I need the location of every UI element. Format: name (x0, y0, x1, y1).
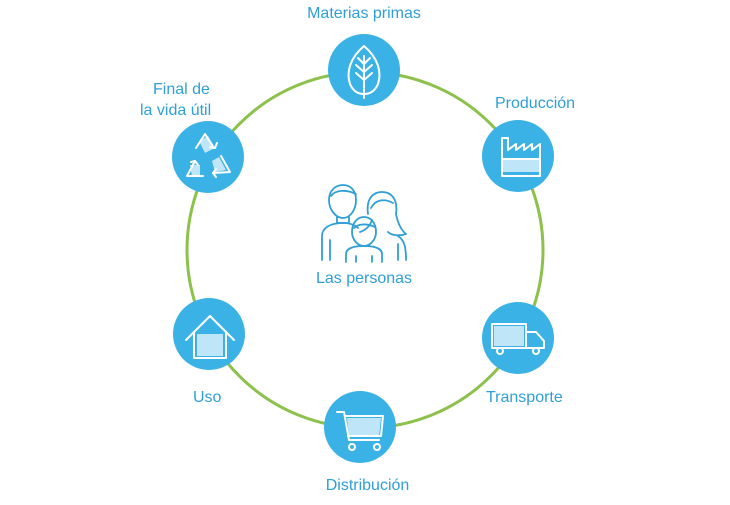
node-uso (173, 298, 245, 370)
shopping-cart-icon (336, 411, 384, 451)
node-final-vida-util (172, 121, 244, 193)
label-transporte: Transporte (486, 389, 563, 406)
node-produccion (482, 120, 554, 192)
node-distribucion (324, 391, 396, 463)
label-la-vida-util: la vida útil (140, 102, 212, 119)
family-icon (321, 184, 407, 263)
recycle-icon (186, 133, 231, 178)
house-icon (185, 315, 235, 359)
center-label: Las personas (315, 270, 413, 287)
label-distribucion: Distribución (325, 477, 410, 494)
leaf-icon (347, 45, 381, 99)
factory-icon (501, 137, 541, 177)
label-uso: Uso (193, 389, 222, 406)
label-final-de: Final de (153, 81, 210, 98)
truck-icon (491, 323, 545, 355)
label-produccion: Producción (495, 95, 576, 112)
label-materias-primas: Materias primas (307, 5, 421, 22)
lifecycle-ring (185, 70, 545, 430)
node-transporte (482, 302, 554, 374)
node-materias-primas (328, 34, 400, 106)
